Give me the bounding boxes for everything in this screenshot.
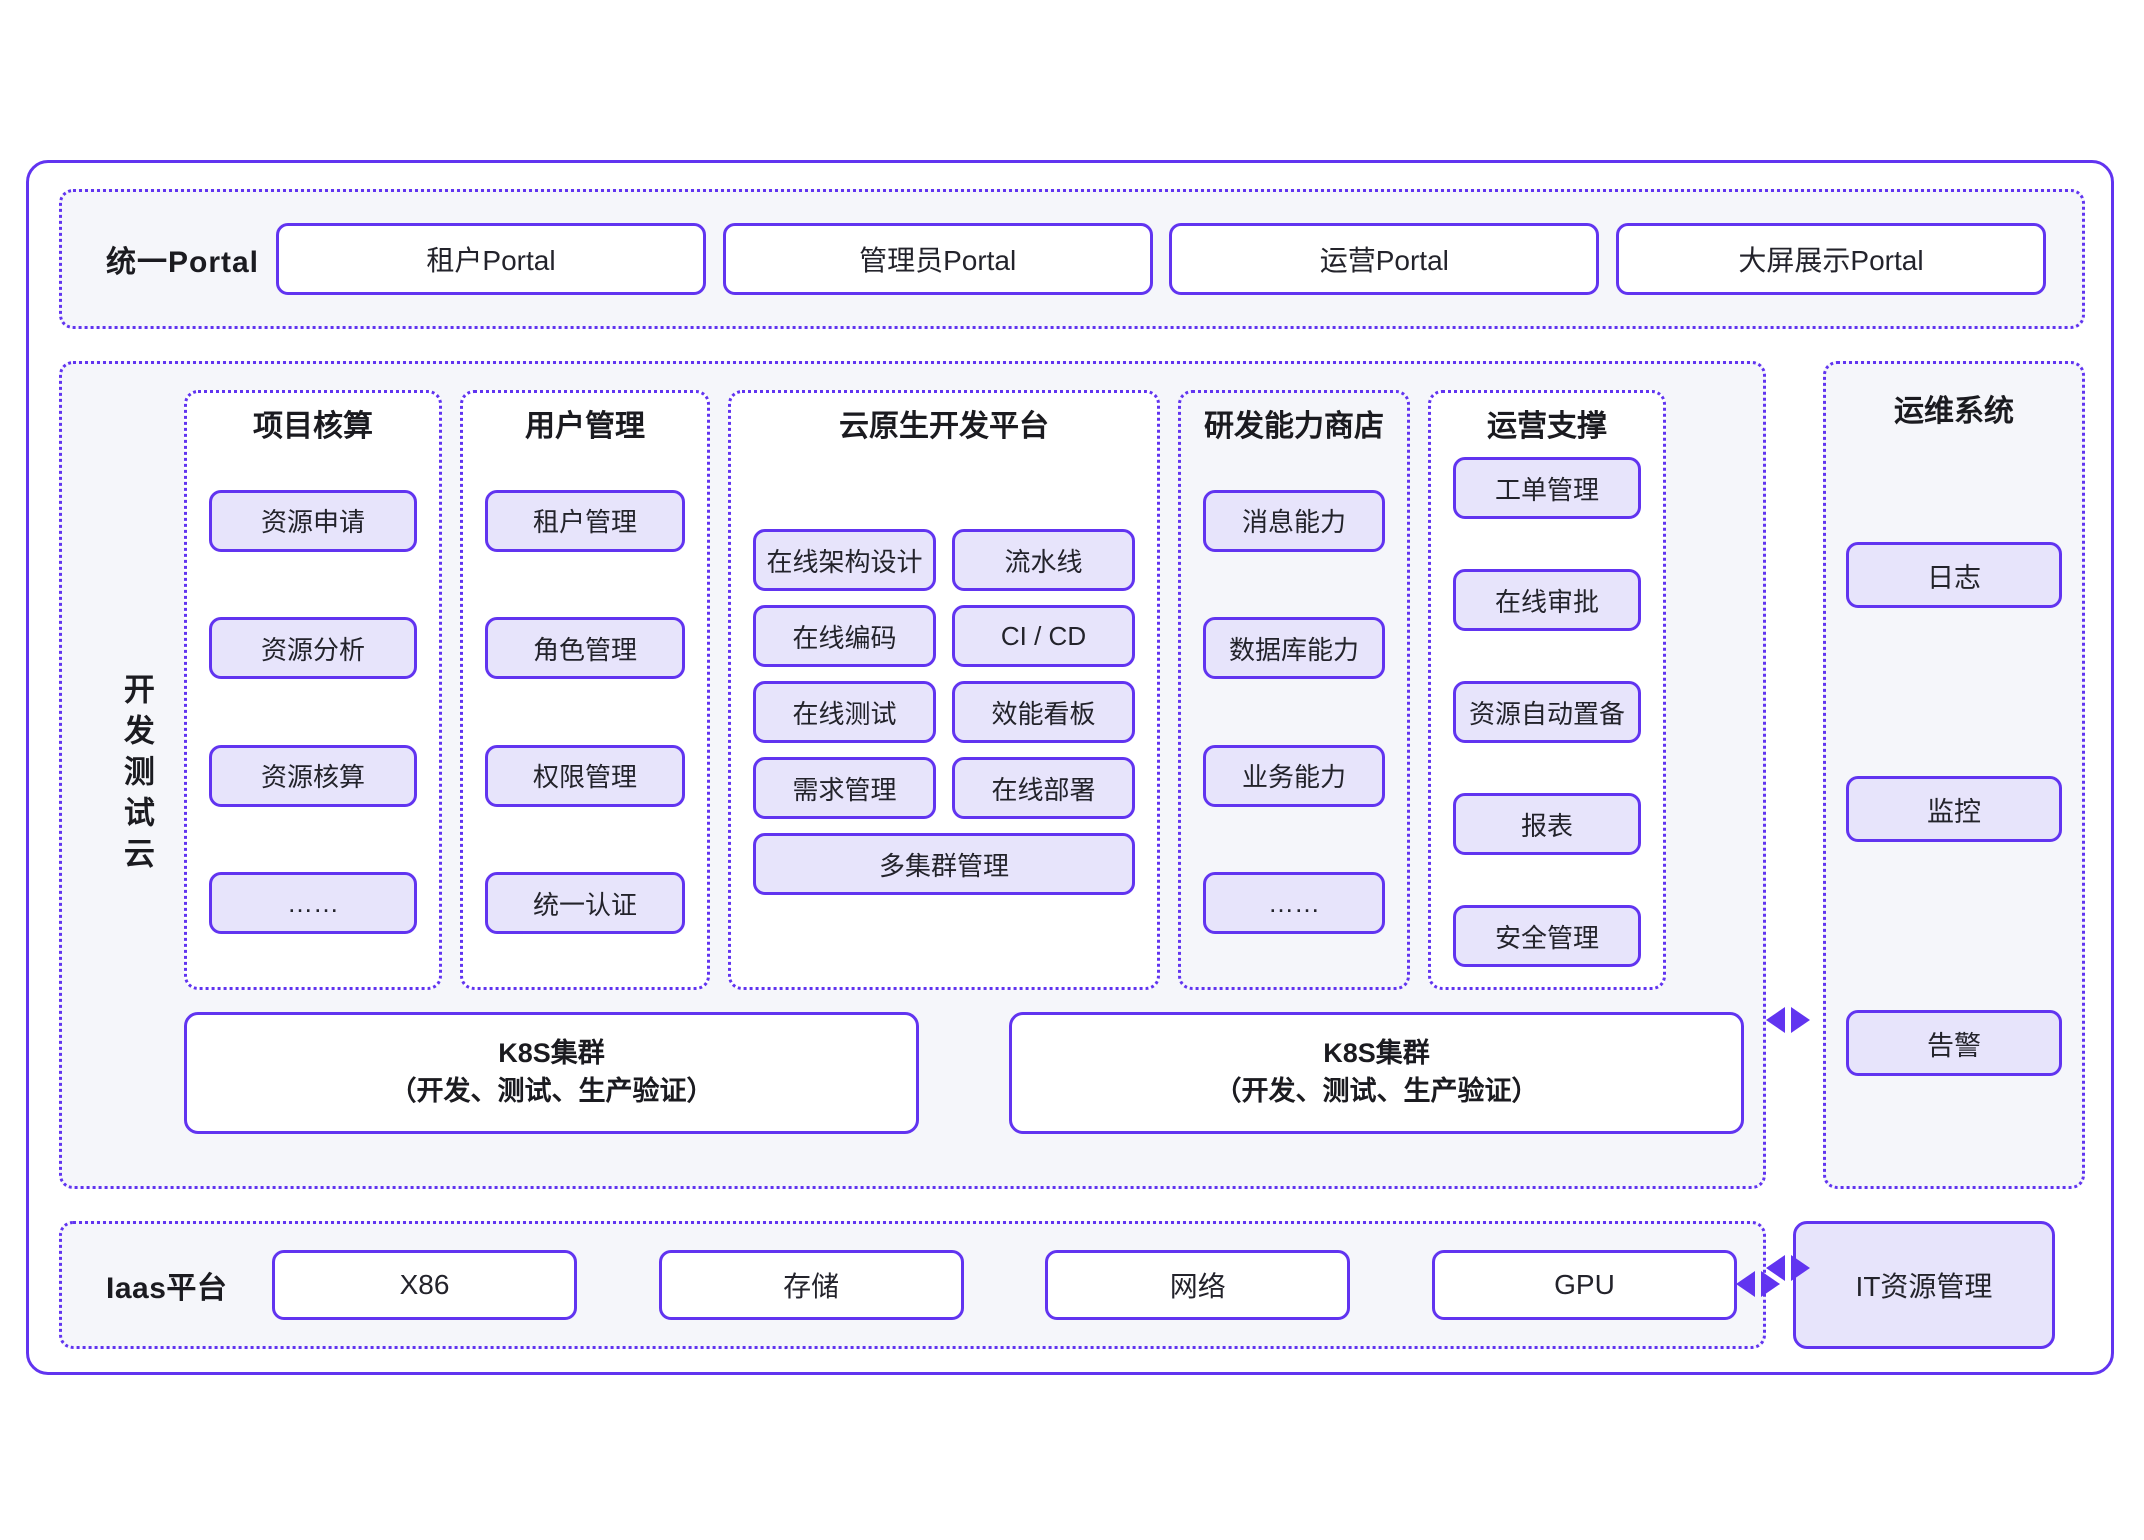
chip-ticket-management[interactable]: 工单管理	[1453, 457, 1641, 519]
chip-online-approval[interactable]: 在线审批	[1453, 569, 1641, 631]
chip-resource-accounting[interactable]: 资源核算	[209, 744, 417, 807]
column-cloud-native-platform: 云原生开发平台 在线架构设计 流水线 在线编码 CI / CD 在线测试 效能看…	[728, 390, 1160, 990]
arrow-right-icon	[1791, 1007, 1810, 1033]
chip-pipeline[interactable]: 流水线	[952, 529, 1135, 591]
iaas-button-group: X86 存储 网络 GPU	[272, 1250, 1763, 1320]
k8s-cluster-subtitle-2: （开发、测试、生产验证）	[1214, 1076, 1539, 1106]
cloud-native-grid: 在线架构设计 流水线 在线编码 CI / CD 在线测试 效能看板 需求管理 在…	[753, 529, 1135, 895]
portal-section: 统一Portal 租户Portal 管理员Portal 运营Portal 大屏展…	[59, 189, 2085, 329]
architecture-diagram: 统一Portal 租户Portal 管理员Portal 运营Portal 大屏展…	[26, 160, 2114, 1375]
chip-requirement-management[interactable]: 需求管理	[753, 757, 936, 819]
middle-band: 开发测试云 项目核算 资源申请 资源分析 资源核算 …… 用户管理	[59, 361, 2085, 1281]
chip-more-project-accounting[interactable]: ……	[209, 872, 417, 935]
chip-efficiency-dashboard[interactable]: 效能看板	[952, 681, 1135, 743]
chip-online-architecture-design[interactable]: 在线架构设计	[753, 529, 936, 591]
portal-button-tenant[interactable]: 租户Portal	[276, 223, 706, 295]
column-title-operation-support: 运营支撑	[1487, 410, 1607, 443]
chip-online-deployment[interactable]: 在线部署	[952, 757, 1135, 819]
k8s-cluster-subtitle-1: （开发、测试、生产验证）	[389, 1076, 714, 1106]
chip-message-capability[interactable]: 消息能力	[1203, 489, 1385, 552]
it-resource-management-box[interactable]: IT资源管理	[1793, 1221, 2055, 1349]
chip-online-coding[interactable]: 在线编码	[753, 605, 936, 667]
chip-alarm[interactable]: 告警	[1846, 1010, 2062, 1076]
column-items-project-accounting: 资源申请 资源分析 资源核算 ……	[209, 457, 417, 967]
iaas-button-network[interactable]: 网络	[1045, 1250, 1351, 1320]
chip-monitoring[interactable]: 监控	[1846, 776, 2062, 842]
iaas-section-label: Iaas平台	[106, 1272, 228, 1305]
ops-system-title: 运维系统	[1894, 395, 2014, 428]
chip-resource-apply[interactable]: 资源申请	[209, 489, 417, 552]
chip-multi-cluster-management[interactable]: 多集群管理	[753, 833, 1135, 895]
column-user-management: 用户管理 租户管理 角色管理 权限管理 统一认证	[460, 390, 710, 990]
column-items-capability-store: 消息能力 数据库能力 业务能力 ……	[1203, 457, 1385, 967]
devtest-cloud-label: 开发测试云	[118, 672, 154, 878]
chip-auto-provisioning[interactable]: 资源自动置备	[1453, 681, 1641, 743]
column-operation-support: 运营支撑 工单管理 在线审批 资源自动置备 报表 安全管理	[1428, 390, 1666, 990]
ops-system-section: 运维系统 日志 监控 告警	[1823, 361, 2085, 1189]
chip-resource-analysis[interactable]: 资源分析	[209, 617, 417, 680]
k8s-cluster-box-2[interactable]: K8S集群 （开发、测试、生产验证）	[1009, 1012, 1744, 1134]
column-items-operation-support: 工单管理 在线审批 资源自动置备 报表 安全管理	[1453, 457, 1641, 967]
column-title-capability-store: 研发能力商店	[1204, 410, 1384, 443]
chip-role-management[interactable]: 角色管理	[485, 617, 685, 680]
k8s-cluster-box-1[interactable]: K8S集群 （开发、测试、生产验证）	[184, 1012, 919, 1134]
portal-button-bigscreen[interactable]: 大屏展示Portal	[1615, 223, 2046, 295]
chip-report[interactable]: 报表	[1453, 793, 1641, 855]
chip-unified-auth[interactable]: 统一认证	[485, 872, 685, 935]
chip-more-capability-store[interactable]: ……	[1203, 872, 1385, 935]
arrow-left-icon	[1736, 1271, 1755, 1297]
portal-section-label: 统一Portal	[106, 246, 260, 279]
devtest-cloud-section: 开发测试云 项目核算 资源申请 资源分析 资源核算 …… 用户管理	[59, 361, 1766, 1189]
iaas-section: Iaas平台 X86 存储 网络 GPU	[59, 1221, 1766, 1349]
arrow-right-icon	[1761, 1271, 1780, 1297]
portal-button-admin[interactable]: 管理员Portal	[722, 223, 1153, 295]
column-capability-store: 研发能力商店 消息能力 数据库能力 业务能力 ……	[1178, 390, 1410, 990]
chip-security-management[interactable]: 安全管理	[1453, 905, 1641, 967]
k8s-cluster-title-2: K8S集群	[1323, 1038, 1430, 1069]
column-title-project-accounting: 项目核算	[253, 410, 373, 443]
column-title-user-management: 用户管理	[525, 410, 645, 443]
portal-button-operation[interactable]: 运营Portal	[1169, 223, 1600, 295]
arrow-right-icon	[1791, 1255, 1810, 1281]
chip-ci-cd[interactable]: CI / CD	[952, 605, 1135, 667]
ops-system-items: 日志 监控 告警	[1846, 458, 2062, 1160]
column-items-user-management: 租户管理 角色管理 权限管理 统一认证	[485, 457, 685, 967]
chip-tenant-management[interactable]: 租户管理	[485, 489, 685, 552]
chip-business-capability[interactable]: 业务能力	[1203, 744, 1385, 807]
k8s-cluster-row: K8S集群 （开发、测试、生产验证） K8S集群 （开发、测试、生产验证）	[184, 1012, 1744, 1134]
portal-button-group: 租户Portal 管理员Portal 运营Portal 大屏展示Portal	[276, 223, 2082, 295]
iaas-button-x86[interactable]: X86	[272, 1250, 577, 1320]
column-title-cloud-native-platform: 云原生开发平台	[839, 410, 1049, 443]
connector-arrows-bottom	[1736, 1271, 1780, 1297]
chip-database-capability[interactable]: 数据库能力	[1203, 617, 1385, 680]
arrow-left-icon	[1766, 1007, 1785, 1033]
connector-arrows-top	[1766, 1007, 1810, 1033]
column-project-accounting: 项目核算 资源申请 资源分析 资源核算 ……	[184, 390, 442, 990]
chip-permission-management[interactable]: 权限管理	[485, 744, 685, 807]
chip-online-testing[interactable]: 在线测试	[753, 681, 936, 743]
column-items-cloud-native-platform: 在线架构设计 流水线 在线编码 CI / CD 在线测试 效能看板 需求管理 在…	[753, 457, 1135, 967]
capability-columns: 项目核算 资源申请 资源分析 资源核算 …… 用户管理 租户管理 角色管理 权限…	[184, 390, 1744, 990]
iaas-button-storage[interactable]: 存储	[658, 1250, 964, 1320]
chip-log[interactable]: 日志	[1846, 542, 2062, 608]
k8s-cluster-title-1: K8S集群	[498, 1038, 605, 1069]
iaas-button-gpu[interactable]: GPU	[1431, 1250, 1737, 1320]
